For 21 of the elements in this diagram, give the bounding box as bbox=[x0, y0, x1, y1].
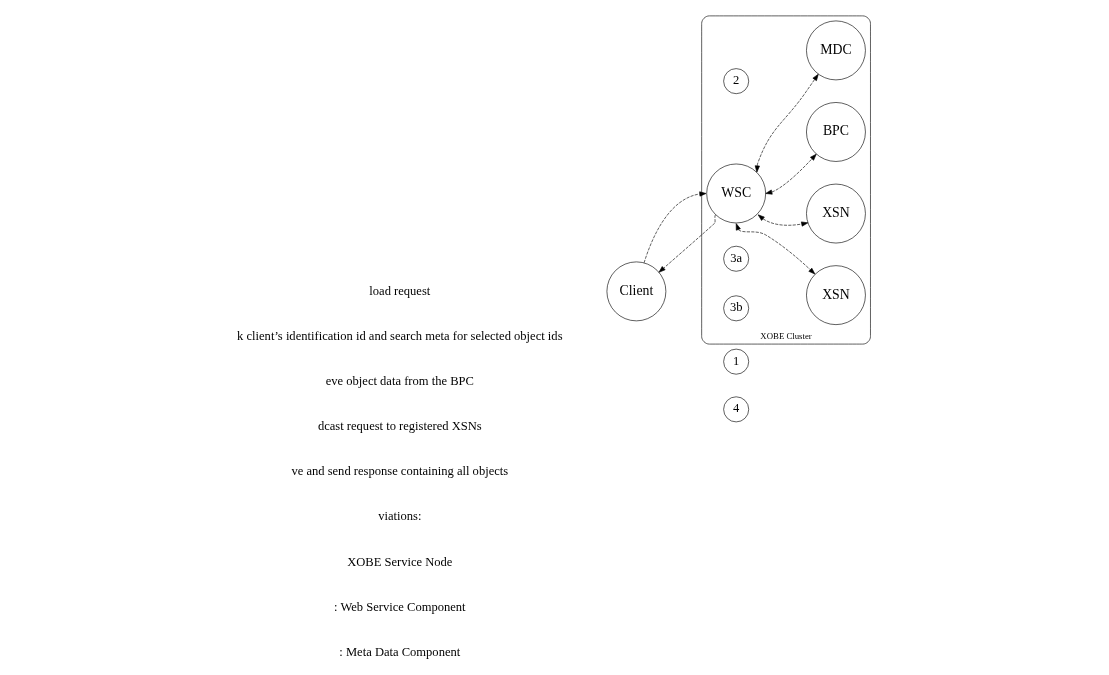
label: dcast request to registered XSNs bbox=[317, 419, 482, 434]
node-circle: XSN bbox=[806, 183, 866, 244]
node-circle: 2 bbox=[723, 68, 750, 94]
node-circle: 3a bbox=[723, 245, 750, 272]
arrow bbox=[735, 223, 816, 275]
arrow bbox=[658, 214, 716, 273]
label: XOBE Service Node bbox=[347, 554, 453, 569]
arrow bbox=[765, 153, 817, 195]
label: load request bbox=[369, 283, 431, 298]
label: : Meta Data Component bbox=[339, 644, 461, 659]
node-circle: 1 bbox=[723, 348, 750, 375]
arrow bbox=[643, 191, 707, 264]
node-circle: 4 bbox=[723, 396, 750, 423]
label: k client’s identification id and search meta for selected object ids bbox=[237, 328, 563, 343]
label: : Web Service Component bbox=[334, 599, 466, 614]
arrow bbox=[754, 73, 819, 173]
node-circle: 3b bbox=[723, 295, 750, 322]
label: viations: bbox=[378, 509, 422, 524]
label: eve object data from the BPC bbox=[325, 373, 474, 388]
label: ve and send response containing all objects bbox=[291, 464, 509, 479]
arrow bbox=[757, 214, 809, 227]
